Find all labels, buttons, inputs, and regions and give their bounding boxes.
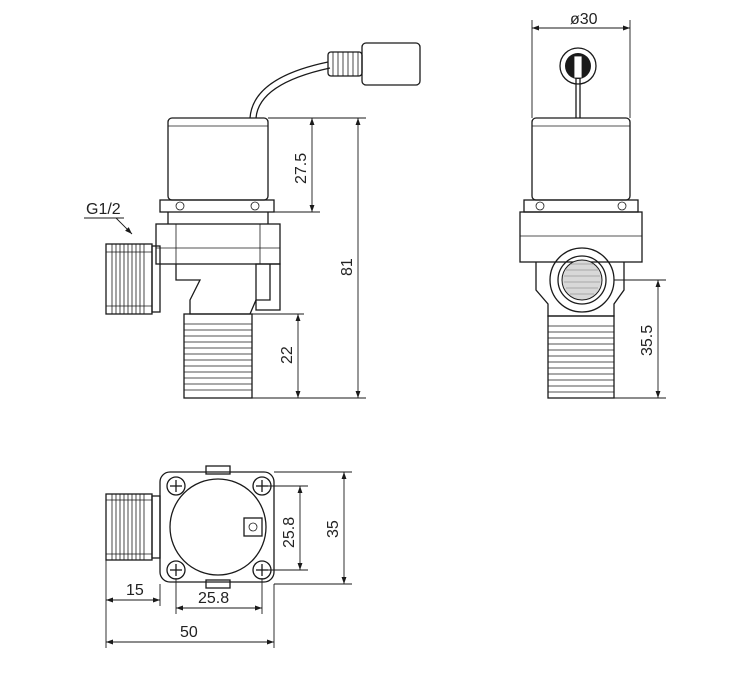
dim-total-len: 50	[180, 624, 198, 641]
valve-body	[155, 223, 281, 265]
connector	[361, 42, 421, 86]
inlet-thread	[105, 243, 161, 315]
front-view: G1/2 27.5 81 22	[84, 42, 421, 399]
strain-relief	[327, 51, 363, 77]
dim-diameter: ø30	[570, 11, 598, 28]
screw-bottom-left	[166, 560, 186, 580]
cable	[249, 61, 329, 119]
top-inlet-thread	[105, 493, 161, 561]
dim-body-square: 35	[325, 520, 342, 538]
dim-inlet-axis: 35.5	[639, 325, 656, 356]
dim-hole-spacing-v: 25.8	[281, 517, 298, 548]
top-body-square	[159, 471, 275, 583]
coil-housing	[167, 117, 269, 201]
outlet-thread	[183, 313, 253, 399]
side-outlet-thread	[547, 315, 615, 399]
thread-callout-label: G1/2	[86, 201, 121, 218]
side-valve-body	[519, 211, 643, 263]
dim-total-height: 81	[339, 258, 356, 276]
dim-coil-height: 27.5	[293, 153, 310, 184]
top-coil-circle	[169, 478, 267, 576]
connector-end	[559, 47, 597, 85]
side-view: ø30	[519, 11, 666, 399]
screw-top-left	[166, 476, 186, 496]
dim-inlet-len: 15	[126, 582, 144, 599]
dim-outlet-thread: 22	[279, 346, 296, 364]
coil-base	[159, 199, 275, 213]
top-view: 25.8 35 15 25.8 50	[105, 465, 352, 648]
dim-hole-spacing-h: 25.8	[198, 590, 229, 607]
side-coil-housing	[531, 117, 631, 201]
